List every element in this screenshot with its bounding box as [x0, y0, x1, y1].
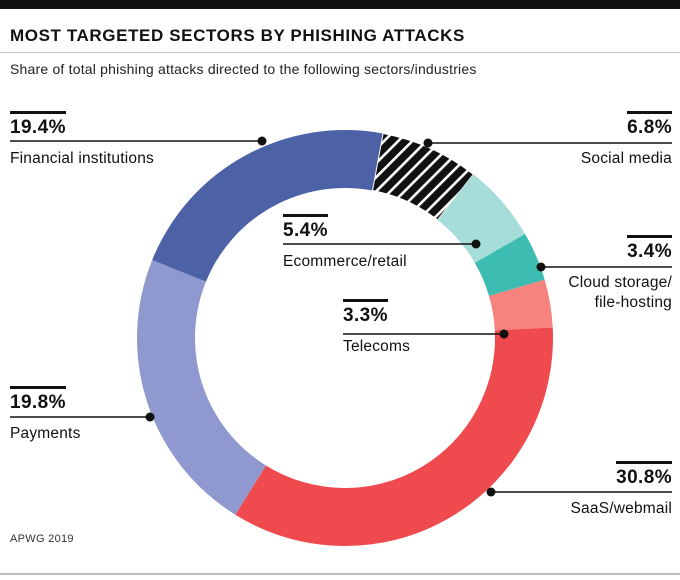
leader-dot-telecoms	[499, 329, 509, 339]
callout-telecoms: 3.3% Telecoms	[343, 299, 410, 357]
leader-dot-cloud	[536, 262, 546, 272]
donut-segment-saas	[235, 327, 553, 546]
callout-cloud-storage: 3.4% Cloud storage/ file-hosting	[568, 235, 672, 313]
donut-segments	[137, 129, 553, 546]
callout-social-media: 6.8% Social media	[581, 111, 672, 169]
callout-financial-institutions: 19.4% Financial institutions	[10, 111, 154, 169]
title-divider	[0, 52, 680, 53]
bottom-rule	[0, 573, 680, 575]
callout-saas-pct: 30.8%	[616, 461, 672, 489]
leader-dot-social	[423, 138, 433, 148]
donut-segment-cloud	[474, 233, 545, 296]
top-accent-bar	[0, 0, 680, 9]
callout-cloud-label-line2: file-hosting	[594, 294, 672, 311]
source-credit: APWG 2019	[10, 533, 74, 545]
callout-financial-label: Financial institutions	[10, 150, 154, 167]
donut-segment-telecoms	[488, 279, 553, 331]
leader-dot-ecommerce	[471, 239, 481, 249]
donut-segment-ecommerce	[437, 174, 526, 263]
callout-payments-pct: 19.8%	[10, 386, 66, 414]
callout-ecommerce-pct: 5.4%	[283, 214, 328, 242]
callout-cloud-pct: 3.4%	[627, 235, 672, 263]
callout-ecommerce-label: Ecommerce/retail	[283, 253, 407, 270]
leader-dot-payments	[145, 412, 155, 422]
chart-subtitle: Share of total phishing attacks directed…	[10, 61, 477, 77]
callout-social-label: Social media	[580, 150, 672, 167]
callout-social-pct: 6.8%	[627, 111, 672, 139]
callout-payments: 19.8% Payments	[10, 386, 81, 444]
callout-payments-label: Payments	[10, 425, 81, 442]
leader-dot-saas	[486, 487, 496, 497]
leader-lines	[10, 136, 672, 497]
callout-telecoms-label: Telecoms	[343, 338, 411, 355]
leader-dot-financial	[257, 136, 267, 146]
donut-segment-financial	[152, 129, 384, 282]
page-title: MOST TARGETED SECTORS BY PHISHING ATTACK…	[10, 26, 465, 45]
callout-cloud-label: Cloud storage/ file-hosting	[568, 273, 672, 313]
callout-telecoms-pct: 3.3%	[343, 299, 388, 327]
callout-saas-label: SaaS/webmail	[570, 500, 672, 517]
callout-financial-pct: 19.4%	[10, 111, 66, 139]
callout-saas-webmail: 30.8% SaaS/webmail	[571, 461, 672, 519]
donut-segment-payments	[137, 260, 266, 515]
callout-ecommerce-retail: 5.4% Ecommerce/retail	[283, 214, 407, 272]
callout-cloud-label-line1: Cloud storage/	[568, 274, 672, 291]
